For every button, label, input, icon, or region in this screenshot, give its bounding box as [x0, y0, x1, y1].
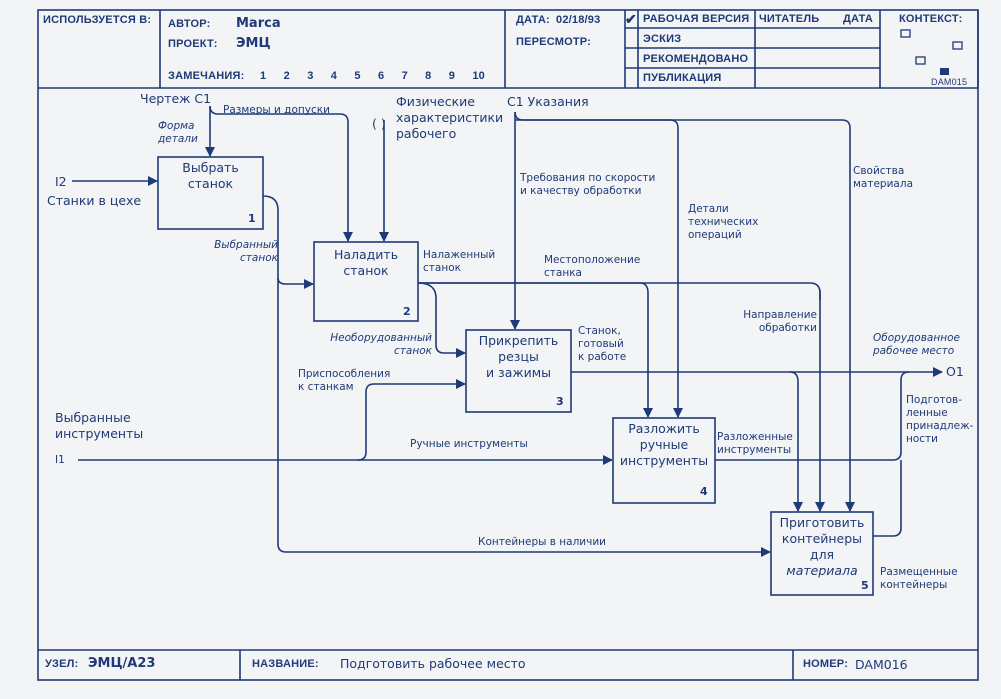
used-at-label: ИСПОЛЬЗУЕТСЯ В:	[43, 14, 152, 26]
label-machines-in-shop: Станки в цехе	[47, 193, 142, 208]
note-9: 9	[448, 70, 456, 82]
date-label: ДАТА:	[516, 14, 550, 26]
notes-label: ЗАМЕЧАНИЯ:	[168, 70, 245, 82]
status-recommended: РЕКОМЕНДОВАНО	[643, 53, 749, 65]
box-5-number: 5	[861, 579, 869, 592]
context-squares	[900, 29, 963, 75]
note-1: 1	[260, 70, 267, 82]
title-label: НАЗВАНИЕ:	[252, 658, 319, 670]
label-dimensions: Размеры и допуски	[223, 104, 330, 116]
label-i1-code: I1	[55, 454, 65, 466]
label-i2-code: I2	[55, 174, 67, 189]
box-2-outline	[313, 241, 419, 322]
note-3: 3	[307, 70, 314, 82]
number-label: НОМЕР:	[803, 658, 849, 670]
project-value: ЭМЦ	[236, 36, 271, 51]
note-2: 2	[283, 70, 290, 82]
context-node: DAM015	[931, 77, 968, 87]
status-working-version: РАБОЧАЯ ВЕРСИЯ	[643, 13, 750, 25]
label-o1-code: O1	[946, 364, 964, 379]
node-value: ЭМЦ/A23	[88, 656, 156, 671]
status-draft: ЭСКИЗ	[643, 33, 682, 45]
reader-label: ЧИТАТЕЛЬ	[759, 13, 820, 25]
number-value: DAM016	[855, 657, 908, 672]
label-hand-tools: Ручные инструменты	[410, 438, 528, 450]
box-3-outline	[465, 329, 572, 413]
label-containers-available: Контейнеры в наличии	[478, 536, 606, 548]
project-label: ПРОЕКТ:	[168, 38, 218, 50]
checkmark-icon: ✔	[625, 11, 637, 27]
box-1-outline	[157, 156, 264, 230]
reader-date-label: ДАТА	[843, 13, 874, 25]
status-publication: ПУБЛИКАЦИЯ	[643, 72, 722, 84]
author-value: Marca	[236, 16, 281, 31]
box-4-number: 4	[700, 485, 708, 498]
node-label: УЗЕЛ:	[45, 658, 79, 670]
box-3-number: 3	[556, 395, 564, 408]
sheet-frame	[37, 9, 979, 681]
author-label: АВТОР:	[168, 18, 211, 30]
label-c1-instructions: C1 Указания	[507, 94, 589, 109]
note-8: 8	[425, 70, 432, 82]
context-label: КОНТЕКСТ:	[899, 13, 963, 25]
note-5: 5	[354, 70, 361, 82]
note-7: 7	[401, 70, 408, 82]
title-value: Подготовить рабочее место	[340, 656, 526, 671]
box-2-number: 2	[403, 305, 411, 318]
revision-label: ПЕРЕСМОТР:	[516, 36, 592, 48]
note-6: 6	[377, 70, 385, 82]
note-4: 4	[330, 70, 338, 82]
note-10: 10	[472, 70, 485, 82]
box-1-number: 1	[248, 212, 256, 225]
label-drawing-c1: Чертеж C1	[140, 91, 212, 106]
date-value: 02/18/93	[556, 14, 601, 26]
notes-numbers: 1 2 3 4 5 6 7 8 9 10	[260, 70, 485, 82]
tunnel-icon: ( )	[372, 116, 386, 131]
box-5-outline	[770, 511, 874, 596]
